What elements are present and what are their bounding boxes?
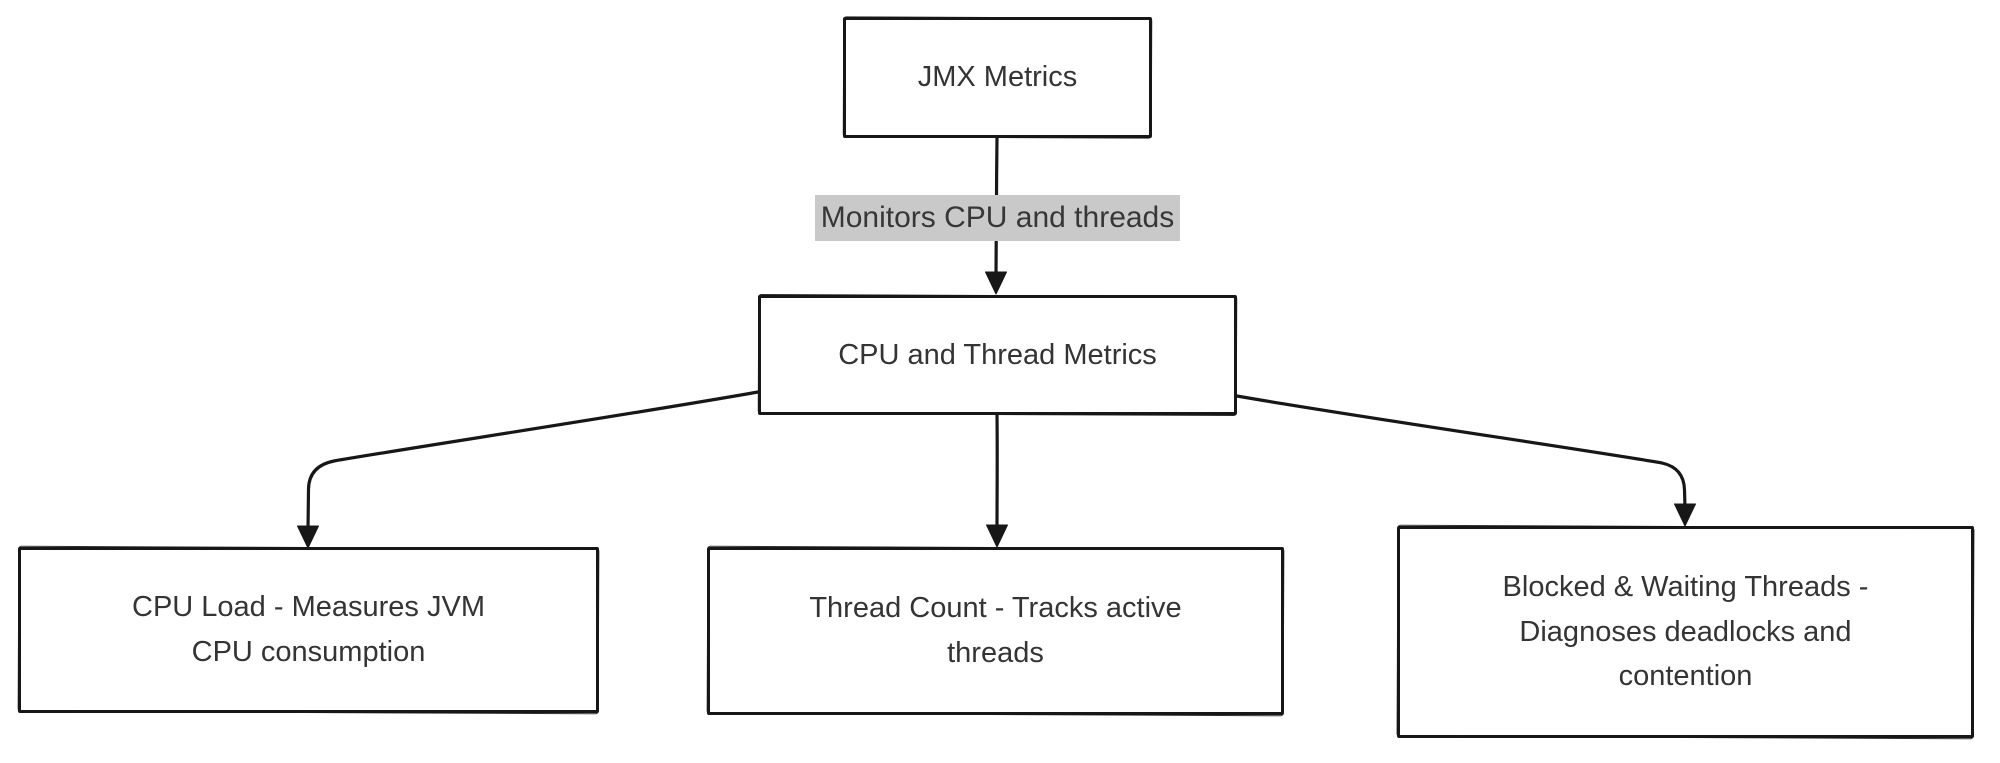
edge-label-monitors-cpu-and-threads: Monitors CPU and threads (815, 195, 1180, 241)
edge-cpu-thread-to-cpu-load (306, 390, 760, 532)
edge-cpu-thread-to-blocked-waiting (1235, 394, 1687, 510)
node-thread-count: Thread Count - Tracks active threads (707, 547, 1284, 715)
edge-jmx-to-cpu-thread-arrowhead (985, 271, 1007, 295)
edge-cpu-thread-to-thread-count-arrowhead (986, 524, 1008, 548)
node-blocked-waiting-threads: Blocked & Waiting Threads - Diagnoses de… (1397, 526, 1974, 738)
node-cpu-and-thread-metrics: CPU and Thread Metrics (758, 295, 1237, 415)
node-jmx-metrics: JMX Metrics (843, 17, 1152, 138)
node-blocked-waiting-threads-label: Blocked & Waiting Threads - Diagnoses de… (1502, 570, 1869, 693)
edge-cpu-thread-to-cpu-load-arrowhead (297, 525, 319, 549)
node-jmx-metrics-label: JMX Metrics (917, 61, 1078, 94)
edge-cpu-thread-to-blocked-waiting-arrowhead (1674, 503, 1696, 527)
node-cpu-and-thread-metrics-label: CPU and Thread Metrics (838, 338, 1157, 371)
node-cpu-load-label: CPU Load - Measures JVM CPU consumption (132, 591, 485, 668)
node-cpu-load: CPU Load - Measures JVM CPU consumption (18, 547, 599, 713)
node-thread-count-label: Thread Count - Tracks active threads (809, 592, 1182, 669)
